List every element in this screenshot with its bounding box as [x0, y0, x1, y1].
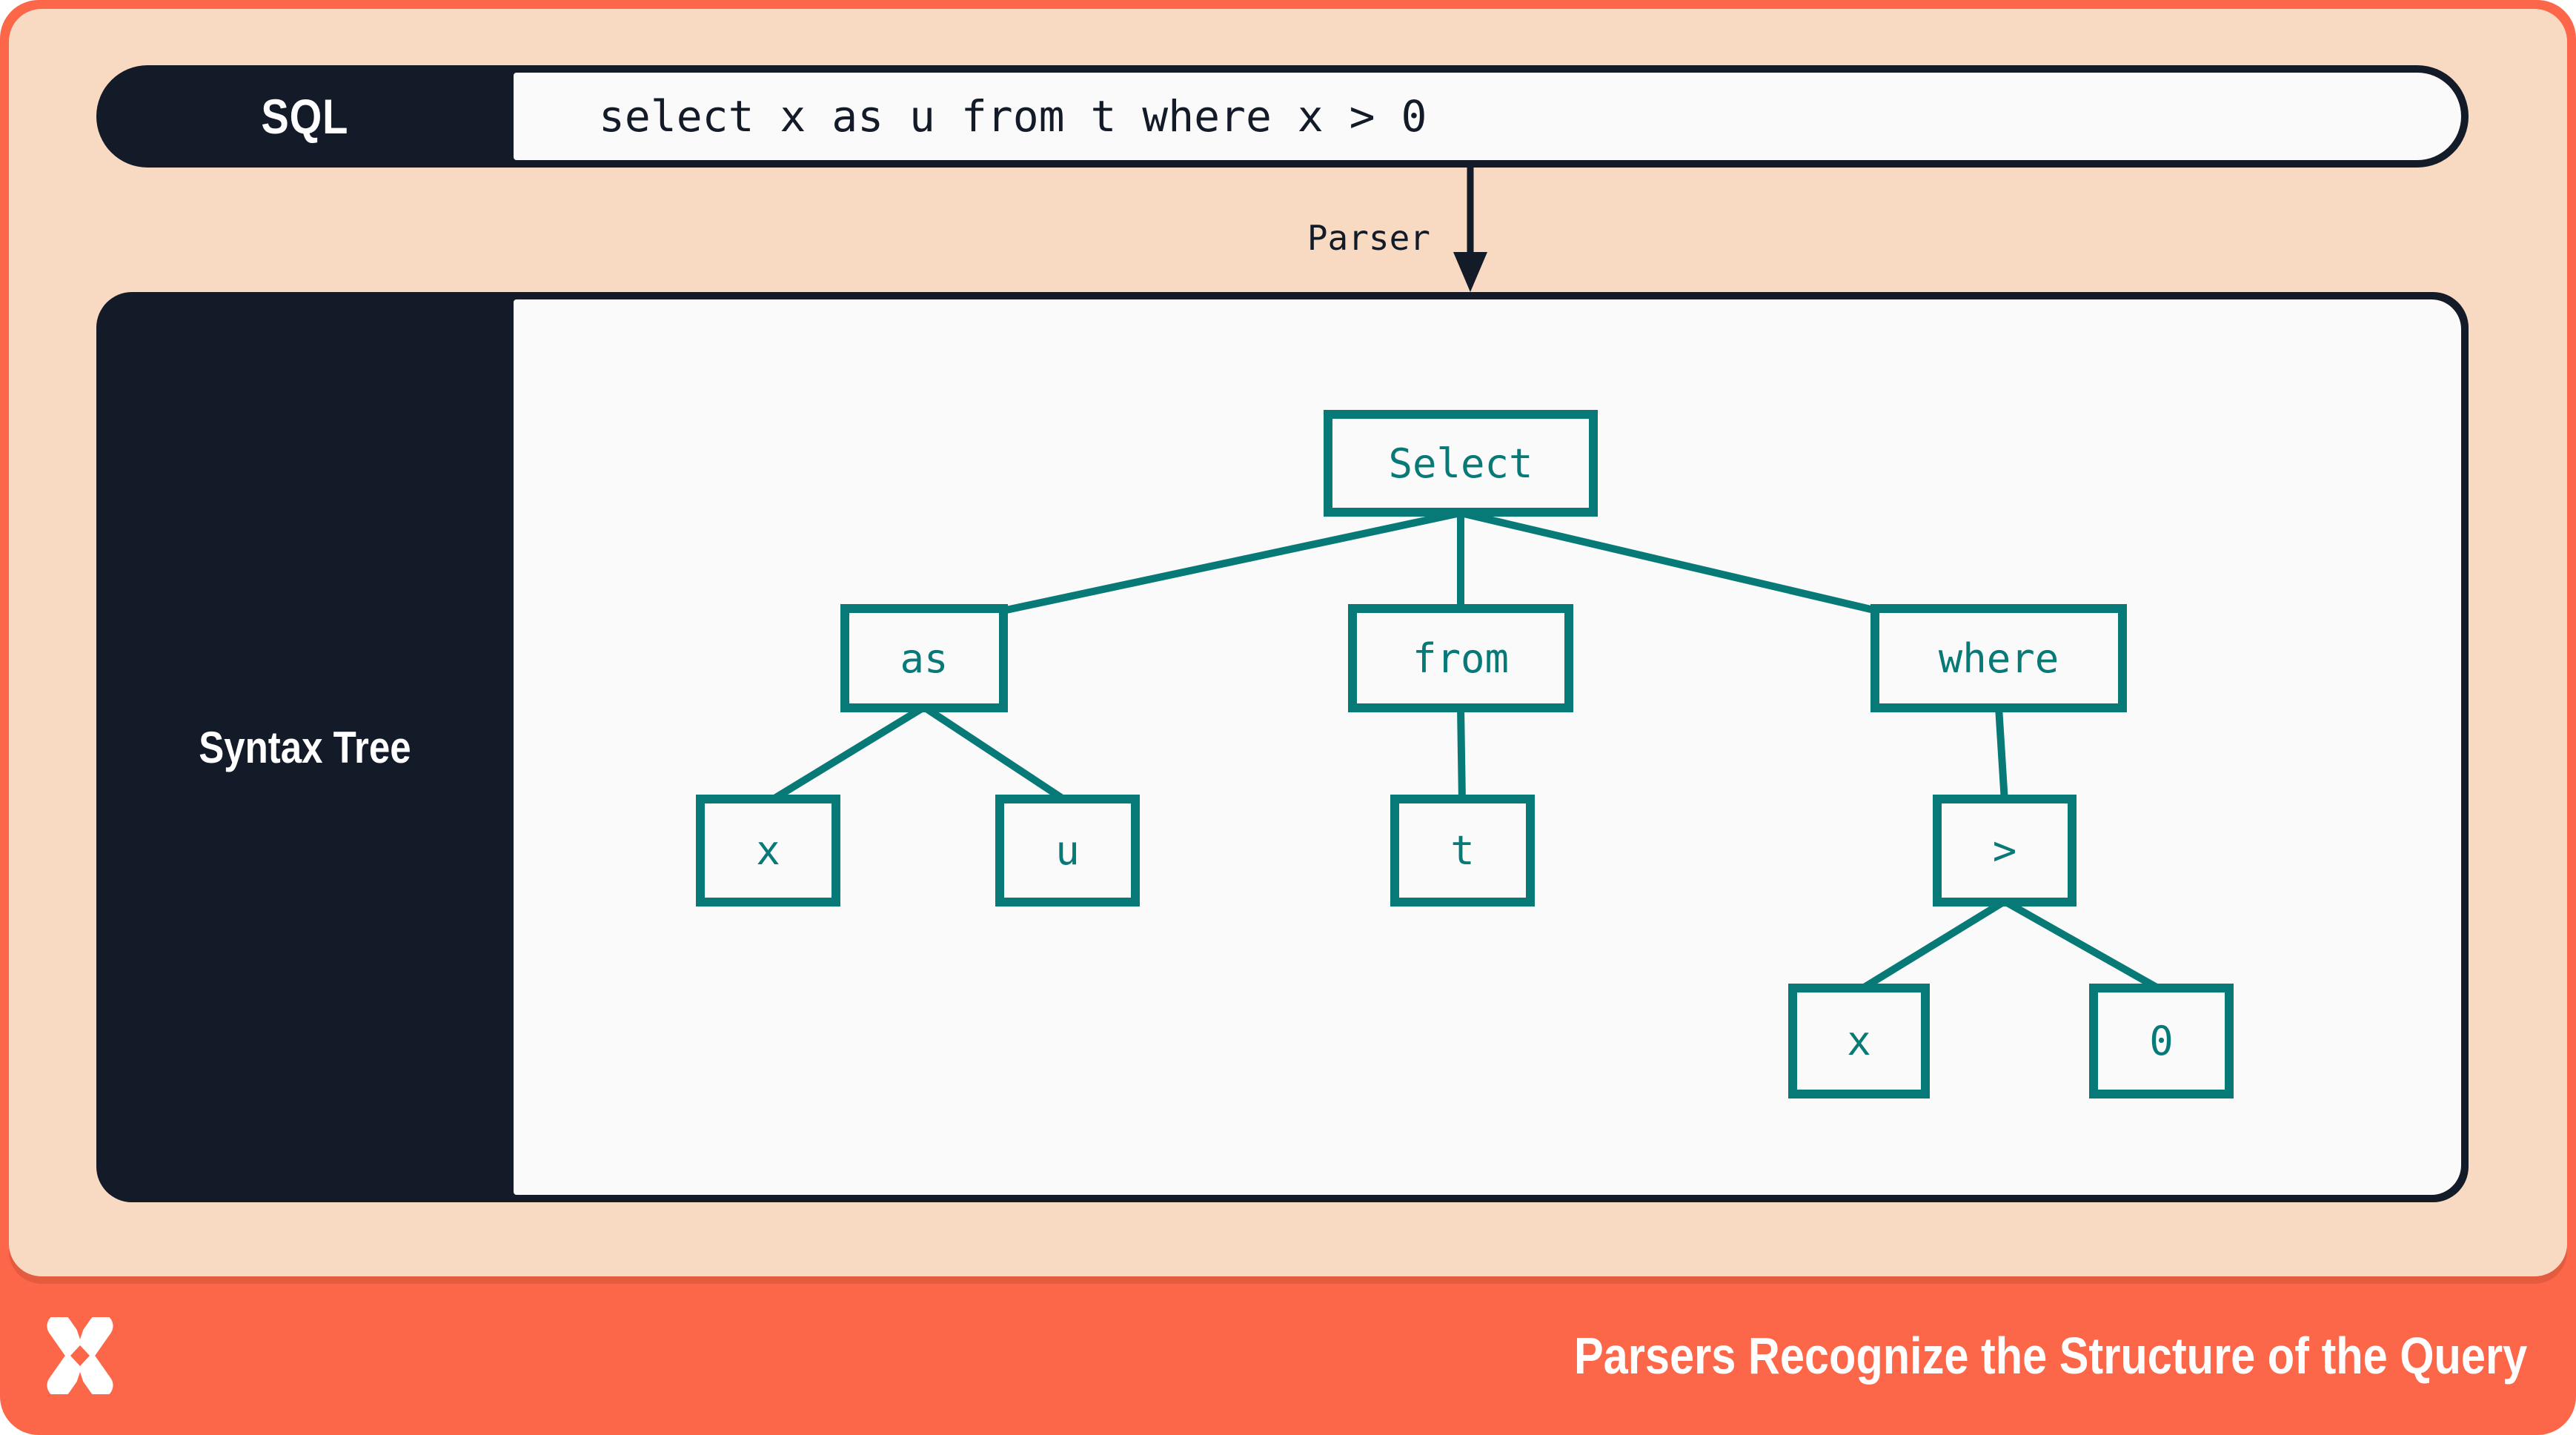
tree-node-t: t	[1390, 795, 1535, 907]
syntax-tree-box: Syntax Tree Select as from where x u t >	[96, 292, 2469, 1202]
tree-node-u: u	[995, 795, 1140, 907]
tree-node-where: where	[1870, 604, 2127, 712]
footer-bar: Parsers Recognize the Structure of the Q…	[0, 1276, 2576, 1435]
sql-query-zone: select x as u from t where x > 0	[514, 73, 2461, 160]
footer-title: Parsers Recognize the Structure of the Q…	[1573, 1327, 2527, 1385]
tree-node-x-operand: x	[1788, 984, 1930, 1098]
parser-label: Parser	[1307, 218, 1430, 258]
tree-node-from: from	[1348, 604, 1573, 712]
syntax-tree-canvas: Select as from where x u t > x 0	[514, 299, 2461, 1195]
sql-query-text: select x as u from t where x > 0	[599, 91, 1427, 142]
tree-node-x-alias: x	[696, 795, 840, 907]
tree-edges	[766, 509, 2164, 994]
parser-arrow-icon	[1453, 168, 1487, 292]
sql-bar: SQL select x as u from t where x > 0	[96, 65, 2469, 168]
tree-node-greater-than: >	[1933, 795, 2077, 907]
syntax-tree-label: Syntax Tree	[199, 722, 411, 772]
syntax-tree-label-zone: Syntax Tree	[96, 292, 514, 1202]
tree-node-as: as	[840, 604, 1008, 712]
sql-label-zone: SQL	[96, 65, 514, 168]
tree-node-zero: 0	[2089, 984, 2234, 1098]
dolt-x-logo-icon	[47, 1317, 113, 1394]
tree-node-select: Select	[1324, 410, 1598, 517]
sql-label: SQL	[261, 89, 349, 144]
